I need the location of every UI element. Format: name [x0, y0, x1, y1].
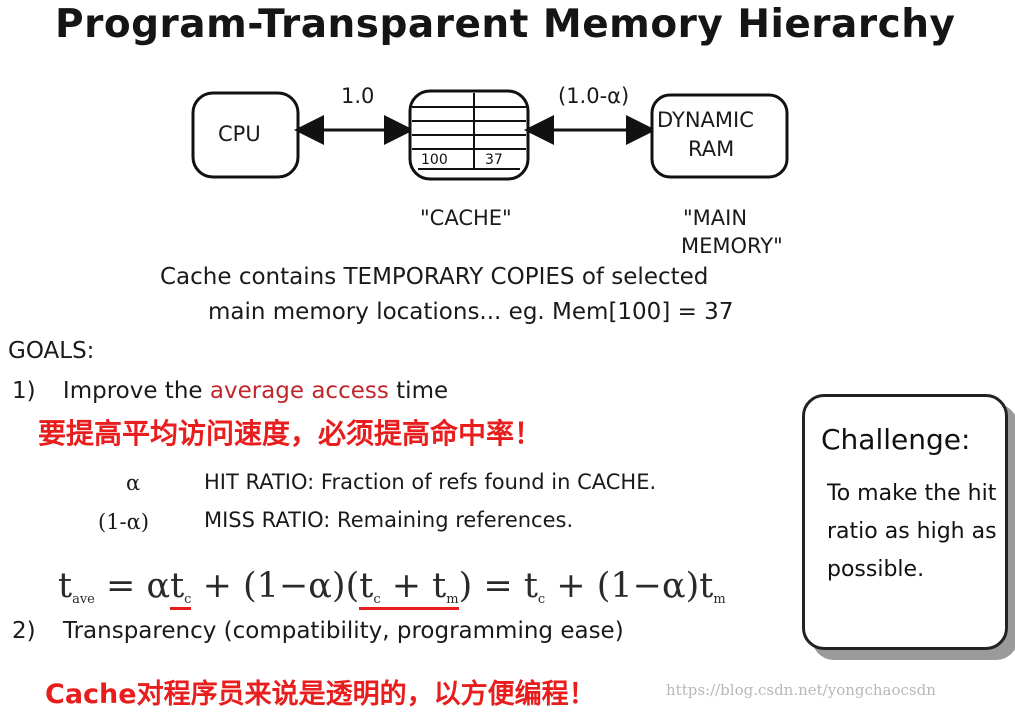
goal-1: 1) Improve the average access time — [12, 378, 448, 404]
goal-2-text: Transparency (compatibility, programming… — [62, 618, 624, 644]
formula-tc-tm-underlined: tc + tm — [359, 566, 459, 610]
formula-tc-underlined: tc — [170, 566, 192, 610]
cache-caption: "CACHE" — [420, 206, 512, 230]
goal-1-number: 1) — [12, 378, 36, 404]
hit-ratio-symbol: α — [126, 471, 141, 495]
watermark-url: https://blog.csdn.net/yongchaocsdn — [666, 681, 936, 699]
average-access-time-formula: tave = αtc + (1−α)(tc + tm) = tc + (1−α)… — [58, 566, 726, 610]
dynamic-ram-box — [650, 93, 789, 179]
cache-note-line1: Cache contains TEMPORARY COPIES of selec… — [160, 264, 709, 290]
goal-2-number: 2) — [12, 618, 36, 644]
cpu-label: CPU — [218, 122, 261, 146]
ram-label-line2: RAM — [688, 137, 735, 161]
goal-2: 2) Transparency (compatibility, programm… — [12, 618, 624, 644]
goals-heading: GOALS: — [8, 338, 95, 364]
goal-1-highlight: average access — [209, 378, 389, 404]
ram-label-line1: DYNAMIC — [657, 108, 754, 132]
challenge-body: To make the hit ratio as high as possibl… — [827, 481, 997, 582]
goal-1-suffix: time — [396, 378, 449, 404]
page-title: Program-Transparent Memory Hierarchy — [55, 2, 956, 47]
cache-cell-value: 37 — [485, 152, 503, 168]
main-memory-caption-line2: MEMORY" — [681, 234, 783, 258]
cache-cell-address: 100 — [421, 152, 448, 168]
miss-ratio-symbol: (1-α) — [98, 510, 150, 534]
memory-hierarchy-diagram — [191, 89, 789, 181]
cpu-cache-link-label: 1.0 — [341, 84, 375, 108]
miss-ratio-definition: MISS RATIO: Remaining references. — [204, 508, 574, 532]
challenge-title: Challenge: — [821, 423, 971, 456]
chinese-note-hit-rate: 要提高平均访问速度，必须提高命中率！ — [38, 417, 543, 450]
chinese-note-transparency: Cache对程序员来说是透明的，以方便编程！ — [45, 679, 596, 710]
cache-ram-link-label: (1.0-α) — [558, 84, 630, 108]
goal-1-prefix: Improve the — [62, 378, 203, 404]
cache-box — [408, 89, 530, 181]
main-memory-caption-line1: "MAIN — [683, 206, 748, 230]
challenge-box: Challenge: To make the hit ratio as high… — [802, 394, 1008, 650]
hit-ratio-definition: HIT RATIO: Fraction of refs found in CAC… — [204, 470, 657, 494]
cache-note-line2: main memory locations... eg. Mem[100] = … — [208, 299, 734, 325]
